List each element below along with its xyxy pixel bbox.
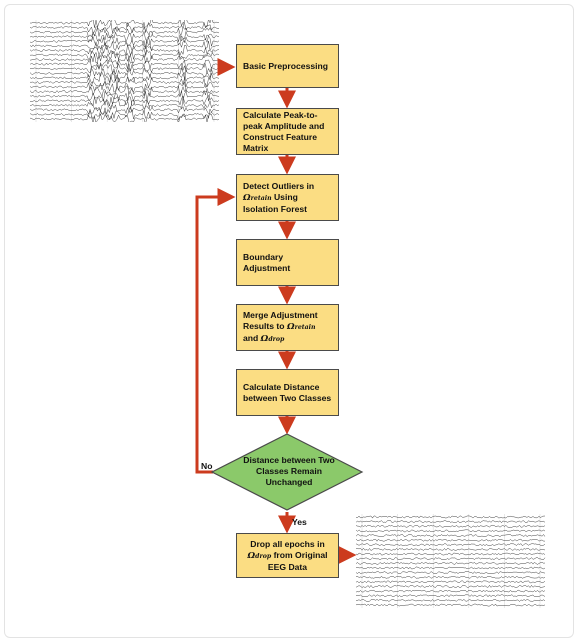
loop-back-arrow [195,188,236,474]
output-eeg-plot [356,514,546,608]
step-basic-preprocessing: Basic Preprocessing [236,44,339,88]
step-merge-adjustment: Merge Adjustment Results to Ωretain and … [236,304,339,351]
step-calculate-distance: Calculate Distance between Two Classes [236,369,339,416]
input-eeg-plot [30,20,220,122]
step-boundary-adjustment: Boundary Adjustment [236,239,339,286]
step-detect-outliers: Detect Outliers in Ωretain Using Isolati… [236,174,339,221]
decision-label: Distance between Two Classes Remain Unch… [243,455,335,487]
yes-label: Yes [292,517,307,527]
step-drop-epochs: Drop all epochs in Ωdrop from Original E… [236,533,339,578]
step-peak-to-peak-amplitude: Calculate Peak-to-peak Amplitude and Con… [236,108,339,155]
no-label: No [201,461,213,471]
decision-diamond [210,433,364,511]
